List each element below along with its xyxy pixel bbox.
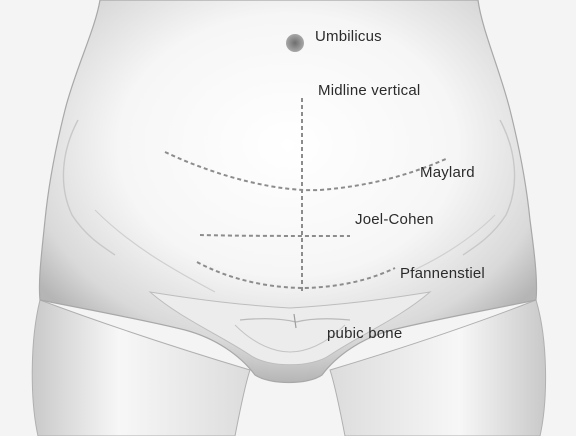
- umbilicus-mark: [286, 34, 304, 52]
- label-joel-cohen: Joel-Cohen: [355, 211, 434, 228]
- label-pubic-bone: pubic bone: [327, 325, 402, 342]
- label-umbilicus: Umbilicus: [315, 28, 382, 45]
- label-pfannenstiel: Pfannenstiel: [400, 265, 485, 282]
- label-maylard: Maylard: [420, 164, 475, 181]
- label-midline-vertical: Midline vertical: [318, 82, 420, 99]
